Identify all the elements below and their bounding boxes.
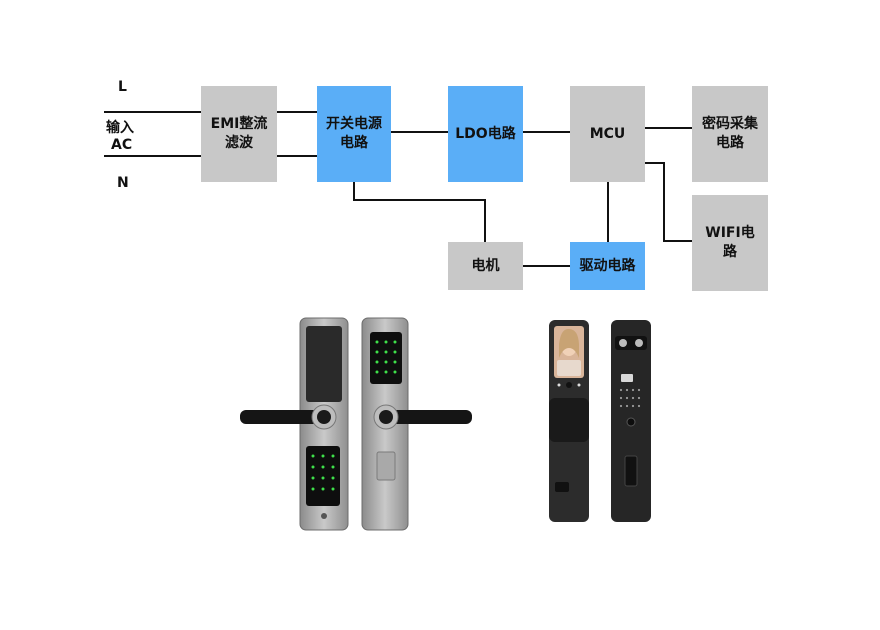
wire-switch-to-motor-b	[353, 199, 486, 201]
wire-mcu-to-driver	[607, 181, 609, 243]
lock-photo-video	[549, 320, 651, 522]
wire-emi-to-switch-bottom	[276, 155, 317, 157]
block-switch-power: 开关电源 电路	[317, 86, 391, 182]
left-lock-top-panel	[306, 326, 342, 402]
left-lock-keypad	[306, 446, 340, 506]
wire-mcu-to-wifi-c	[663, 240, 692, 242]
input-label-n: N	[117, 175, 129, 191]
block-mcu: MCU	[570, 86, 645, 182]
wire-n-to-emi	[104, 155, 201, 157]
input-label-ac: AC	[111, 137, 133, 153]
wire-mcu-to-password	[644, 127, 692, 129]
wire-mcu-to-wifi-a	[644, 162, 665, 164]
block-password-collect: 密码采集 电路	[692, 86, 768, 182]
wire-emi-to-switch-top	[276, 111, 317, 113]
wire-driver-to-motor	[522, 265, 570, 267]
video-lock-handle	[549, 398, 589, 442]
input-label-input: 输入	[106, 120, 134, 136]
wire-switch-to-ldo	[390, 131, 448, 133]
wire-l-to-emi	[104, 111, 201, 113]
left-lock-handle	[240, 410, 324, 424]
video-lock-back-display	[621, 374, 633, 382]
block-wifi: WIFI电 路	[692, 195, 768, 291]
block-driver: 驱动电路	[570, 242, 645, 290]
right-lock-handle	[386, 410, 472, 424]
lock-photo-keypad	[240, 317, 472, 531]
wire-switch-to-motor-c	[484, 199, 486, 242]
wire-switch-to-motor-a	[353, 181, 355, 201]
block-motor: 电机	[448, 242, 523, 290]
block-ldo: LDO电路	[448, 86, 523, 182]
right-lock-keypad	[370, 332, 402, 384]
wire-ldo-to-mcu	[522, 131, 570, 133]
wire-mcu-to-wifi-b	[663, 162, 665, 242]
block-emi-filter: EMI整流 滤波	[201, 86, 277, 182]
input-label-l: L	[118, 79, 127, 95]
